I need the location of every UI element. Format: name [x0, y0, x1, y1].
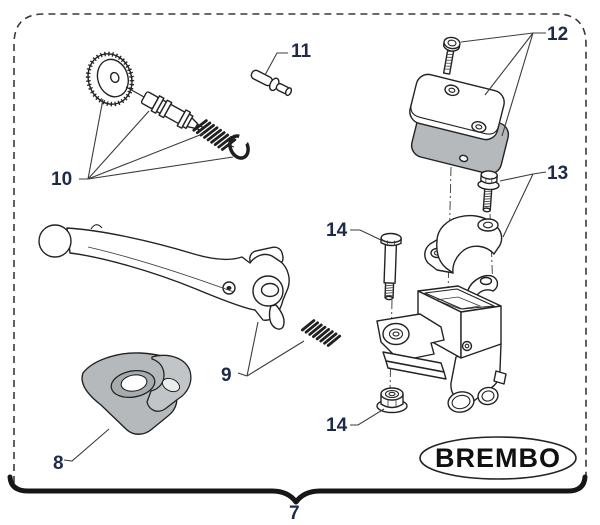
piston-rod	[125, 86, 145, 98]
brembo-logo-oval	[419, 436, 577, 480]
cap-screw	[442, 36, 461, 75]
callout-8: 8	[53, 453, 64, 474]
part-10-piston-kit: 10	[51, 51, 250, 190]
lever-ball-end	[38, 224, 72, 258]
knurled-washer	[85, 51, 135, 107]
leader-lines-10	[79, 98, 234, 180]
pivot-pin	[250, 69, 293, 97]
callout-10: 10	[51, 169, 72, 190]
callout-14-bolt: 14	[326, 220, 348, 241]
leader-line-8	[63, 428, 110, 462]
callout-14-nut: 14	[326, 415, 348, 436]
leader-lines-13	[499, 171, 547, 238]
leader-line-11	[264, 52, 288, 76]
outlet-port-right	[477, 386, 499, 406]
clamp-bolt	[477, 170, 500, 213]
brembo-logo-text: BREMBO	[435, 443, 561, 473]
leader-lines-9	[237, 321, 305, 377]
leader-line-14-bolt	[350, 229, 384, 242]
dashed-border	[13, 13, 587, 483]
callout-12: 12	[547, 24, 568, 45]
assembly-brace	[7, 474, 588, 505]
pivot-nut	[376, 387, 408, 414]
master-cylinder-body	[376, 274, 507, 413]
part-12-reservoir-cap-kit: 12	[409, 24, 568, 175]
piston	[140, 91, 204, 132]
part-9-lever-and-spring: 9	[38, 224, 342, 386]
lever-nub	[90, 224, 103, 230]
brembo-logo: BREMBO	[419, 436, 577, 480]
handlebar-clamp	[424, 214, 503, 274]
assembly-brace-group: 7	[7, 474, 588, 524]
leader-line-14-nut	[350, 408, 385, 426]
part-11-pivot-pin: 11	[250, 41, 312, 97]
outlet-tab	[493, 370, 507, 385]
front-boss	[461, 340, 473, 352]
part-14-pivot-bolt: 14	[326, 220, 402, 301]
boot-flap-slot	[161, 377, 181, 393]
callout-13: 13	[547, 163, 568, 184]
reservoir-cap	[409, 73, 505, 141]
lever-spring	[300, 319, 342, 347]
lever-tail	[268, 304, 285, 330]
bracket-boss	[382, 322, 410, 346]
callout-11: 11	[291, 41, 312, 62]
leader-lines-12	[460, 32, 546, 137]
callout-9: 9	[221, 365, 232, 386]
part-13-clamp-bolt: 13	[477, 163, 568, 238]
circlip	[228, 134, 250, 160]
brake-lever	[66, 227, 290, 321]
part-14-pivot-nut: 14	[326, 387, 408, 436]
pivot-bolt	[380, 232, 402, 301]
callout-7: 7	[289, 503, 300, 524]
part-8-lever-boot: 8	[53, 352, 192, 474]
